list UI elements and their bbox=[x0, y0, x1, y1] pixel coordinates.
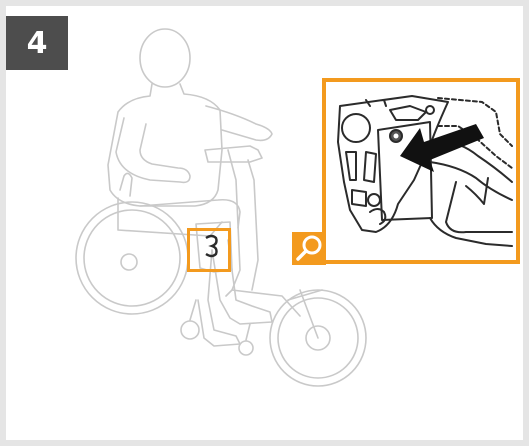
magnifier-icon bbox=[292, 232, 326, 265]
zoom-detail-illustration bbox=[337, 95, 513, 247]
zoom-detail-box bbox=[322, 78, 520, 264]
highlight-box bbox=[187, 228, 231, 272]
step-number-badge: 4 bbox=[6, 16, 68, 70]
arrow-icon bbox=[400, 124, 484, 172]
